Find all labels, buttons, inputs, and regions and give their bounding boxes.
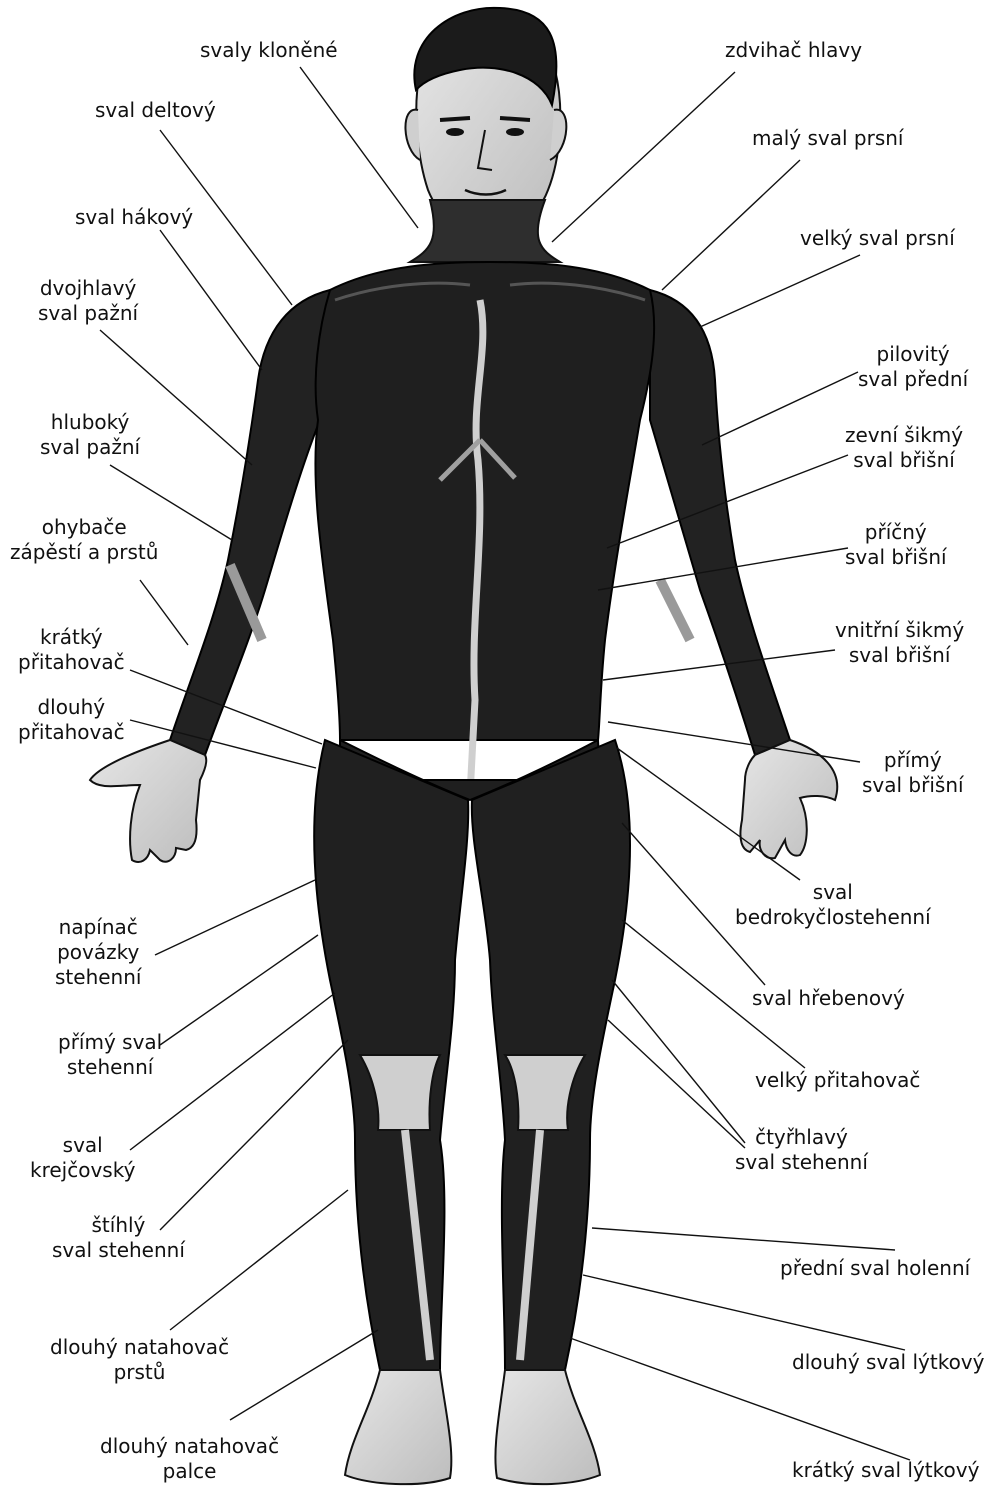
line-napinac — [155, 880, 315, 955]
label-stihly-sval-stehenni: štíhlý sval stehenní — [52, 1213, 185, 1263]
line-velky-prsni — [700, 255, 860, 327]
label-dlouhy-natahovac-prstu: dlouhý natahovač prstů — [50, 1335, 229, 1385]
line-stihly — [160, 1040, 348, 1230]
right-foot — [495, 1370, 600, 1484]
line-predni-holenni — [592, 1228, 895, 1250]
label-sval-hrebenovy: sval hřebenový — [752, 986, 905, 1011]
label-primy-sval-stehenni: přímý sval stehenní — [58, 1030, 162, 1080]
line-natahovac-palce — [230, 1330, 378, 1420]
line-ohybace — [140, 580, 188, 645]
label-velky-sval-prsni: velký sval prsní — [800, 226, 955, 251]
label-dlouhy-sval-lytkovy: dlouhý sval lýtkový — [792, 1350, 984, 1375]
right-wrist-tendons — [660, 580, 690, 640]
label-dlouhy-pritahovac: dlouhý přitahovač — [18, 695, 125, 745]
line-pilovity — [702, 372, 858, 445]
label-ctyrhlavy-sval-stehenni: čtyřhlavý sval stehenní — [735, 1125, 868, 1175]
left-foot — [345, 1370, 451, 1484]
right-arm — [650, 290, 837, 858]
label-kratky-pritahovac: krátký přitahovač — [18, 625, 125, 675]
line-maly-prsni — [662, 160, 800, 290]
line-ctyrhlavy-1 — [612, 980, 745, 1143]
label-svaly-klonene: svaly kloněné — [200, 38, 338, 63]
label-sval-bedrokyclostehenni: sval bedrokyčlostehenní — [735, 880, 931, 930]
head — [405, 8, 566, 232]
line-sval-hakovy — [160, 230, 262, 370]
label-ohybace-zapesti-a-prstu: ohybače zápěstí a prstů — [10, 515, 158, 565]
left-leg — [314, 740, 468, 1484]
neck — [410, 200, 560, 262]
label-kratky-sval-lytkovy: krátký sval lýtkový — [792, 1458, 979, 1483]
label-zevni-sikmy-sval-bricni: zevní šikmý sval břišní — [845, 423, 963, 473]
left-hand — [90, 740, 206, 862]
line-natahovac-prstu — [170, 1190, 348, 1330]
right-leg — [472, 740, 630, 1484]
label-primy-sval-bricni: přímý sval břišní — [862, 748, 964, 798]
label-sval-hakovy: sval hákový — [75, 205, 193, 230]
label-velky-pritahovac: velký přitahovač — [755, 1068, 920, 1093]
label-vnitrni-sikmy-sval-bricni: vnitřní šikmý sval břišní — [835, 618, 964, 668]
label-hluboky-sval-pazni: hluboký sval pažní — [40, 410, 140, 460]
line-zdvihac-hlavy — [552, 72, 735, 242]
label-napinac-povazky-stehenni: napínač povázky stehenní — [55, 915, 141, 990]
line-primy-bricni — [608, 722, 860, 762]
label-dvojhlavy-sval-pazni: dvojhlavý sval pažní — [38, 276, 138, 326]
line-vnitrni-sikmy — [603, 650, 835, 680]
left-arm — [90, 290, 330, 862]
line-dlouhy-lytkovy — [583, 1275, 905, 1350]
line-svaly-klonene — [300, 67, 418, 228]
right-hand — [740, 740, 837, 858]
label-sval-deltovy: sval deltový — [95, 98, 216, 123]
label-dlouhy-natahovac-palce: dlouhý natahovač palce — [100, 1434, 279, 1484]
line-primy-stehenni — [160, 935, 318, 1045]
label-sval-krejcovsky: sval krejčovský — [30, 1133, 135, 1183]
line-ctyrhlavy-2 — [608, 1020, 745, 1148]
label-pilovity-sval-predni: pilovitý sval přední — [858, 342, 968, 392]
label-maly-sval-prsni: malý sval prsní — [752, 126, 903, 151]
label-zdvihac-hlavy: zdvihač hlavy — [725, 38, 862, 63]
label-predni-sval-holenni: přední sval holenní — [780, 1256, 970, 1281]
label-pricny-sval-bricni: příčný sval břišní — [845, 520, 947, 570]
